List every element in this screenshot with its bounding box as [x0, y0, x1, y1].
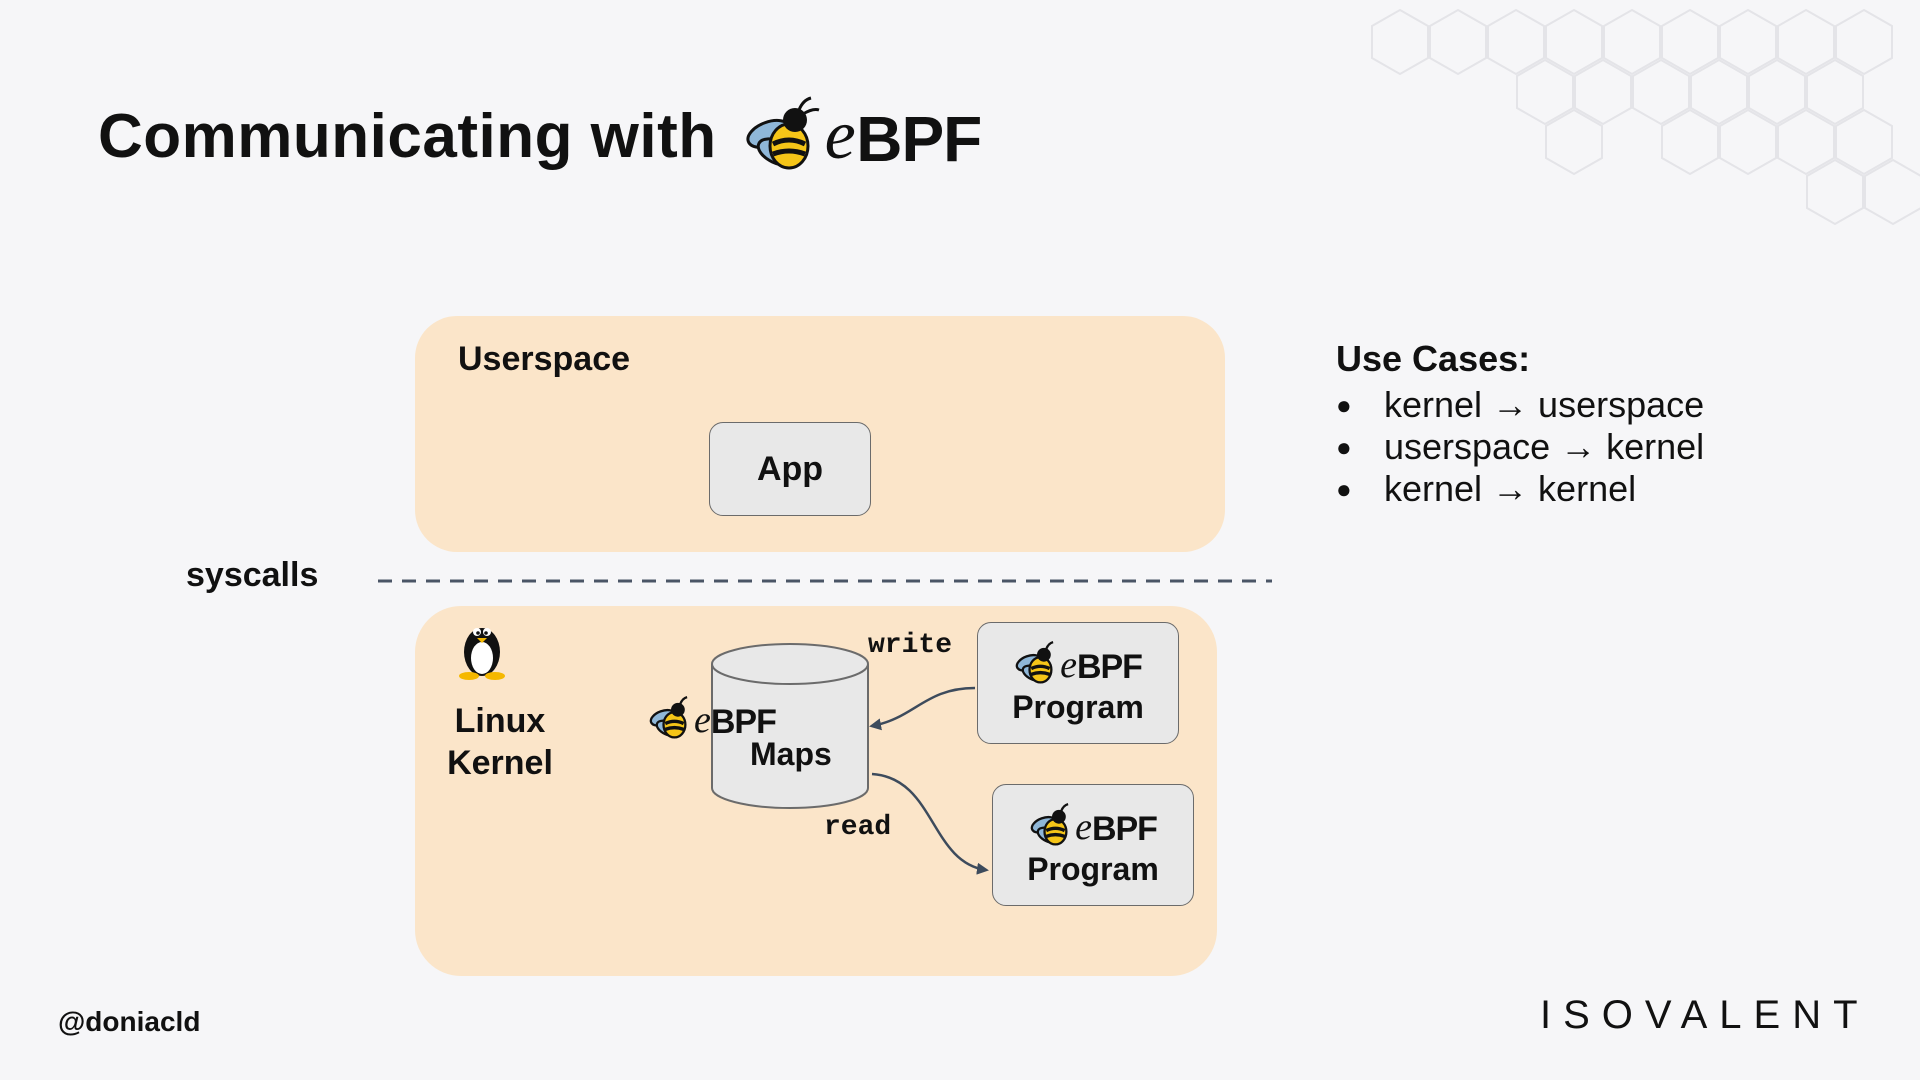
syscalls-divider: [378, 579, 1272, 583]
use-cases: Use Cases: ●kernel → userspace ●userspac…: [1336, 338, 1704, 510]
use-cases-list: ●kernel → userspace ●userspace → kernel …: [1336, 384, 1704, 510]
bee-icon: [649, 696, 688, 739]
bee-icon: [746, 96, 820, 170]
app-label: App: [756, 449, 824, 488]
ebpf-maps-cylinder: [711, 643, 869, 809]
maps-label: Maps: [750, 736, 832, 772]
list-item: ●kernel → kernel: [1336, 468, 1637, 509]
isovalent-logo: ISOVALENT: [1540, 993, 1870, 1037]
write-arrow: [869, 686, 976, 731]
list-item: ●userspace → kernel: [1336, 426, 1705, 467]
tux-penguin-icon: [459, 628, 505, 680]
read-arrow: [871, 772, 989, 875]
program-top-label: Program: [1012, 688, 1144, 725]
list-item: ●kernel → userspace: [1336, 384, 1705, 425]
use-cases-title: Use Cases:: [1336, 338, 1531, 379]
linux-kernel-label: Linux Kernel: [447, 702, 553, 782]
userspace-label: Userspace: [458, 340, 631, 378]
title-text: Communicating with: [98, 101, 717, 171]
bee-icon: [1030, 802, 1069, 846]
program-bottom-label: Program: [1027, 850, 1159, 887]
read-label: read: [824, 812, 892, 843]
app-box: App: [709, 422, 871, 516]
bee-icon: [1015, 640, 1054, 684]
syscalls-label: syscalls: [186, 556, 319, 594]
write-label: write: [868, 630, 953, 661]
author-handle: @doniacld: [58, 1006, 201, 1037]
